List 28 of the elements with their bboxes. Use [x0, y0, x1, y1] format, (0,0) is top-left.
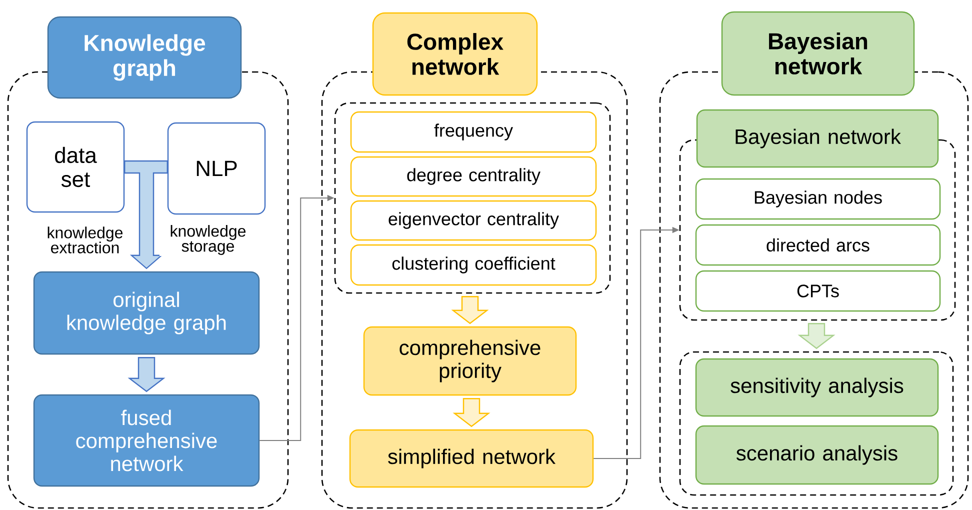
process-box: sensitivity analysis [695, 358, 939, 417]
process-box: fused comprehensive network [33, 394, 260, 487]
block-arrow [128, 357, 166, 392]
t-shaped-arrow [124, 160, 168, 270]
item-box: data set [26, 121, 125, 213]
process-box: comprehensive priority [363, 326, 577, 396]
process-box: simplified network [349, 429, 594, 488]
process-box: original knowledge graph [33, 271, 260, 355]
item-box: clustering coefficient [350, 244, 597, 286]
item-box: frequency [350, 111, 597, 153]
block-arrow [451, 296, 489, 324]
edge-label: knowledge storage [160, 224, 256, 256]
process-box: Bayesian network [696, 109, 939, 168]
dashed-group-frame [334, 102, 611, 294]
heading-box: Knowledge graph [47, 16, 242, 99]
edge-label: knowledge extraction [36, 226, 134, 254]
item-box: Bayesian nodes [695, 178, 941, 220]
item-box: degree centrality [350, 156, 597, 197]
dashed-group-frame [679, 351, 954, 496]
block-arrow [798, 323, 836, 350]
process-box: scenario analysis [695, 425, 939, 485]
heading-box: Bayesian network [721, 11, 915, 96]
heading-box: Complex network [372, 12, 538, 96]
item-box: CPTs [695, 270, 941, 312]
item-box: eigenvector centrality [350, 200, 597, 241]
block-arrow [452, 398, 490, 428]
item-box: NLP [167, 122, 266, 215]
item-box: directed arcs [695, 224, 941, 266]
